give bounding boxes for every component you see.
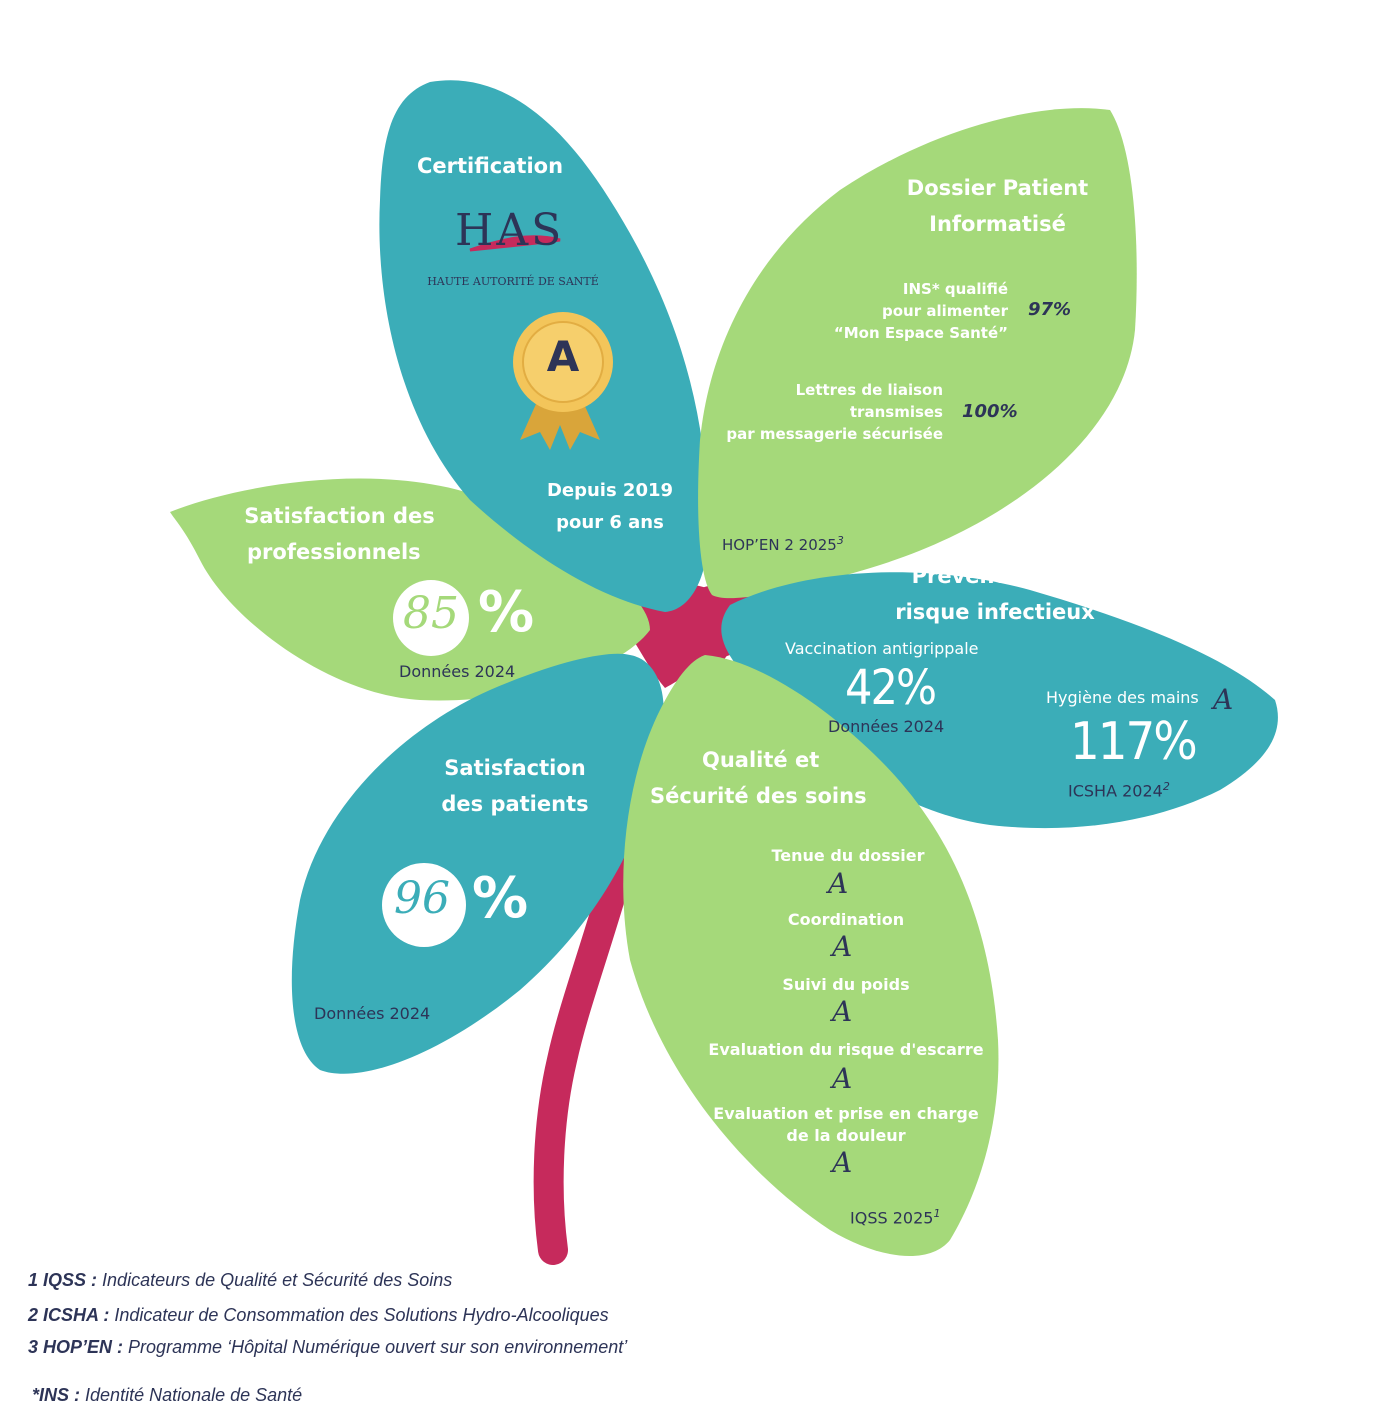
qualite-item-grade-icon: A xyxy=(828,867,849,900)
qualite-item-label: Suivi du poids xyxy=(782,975,910,994)
certification-since-line2: pour 6 ans xyxy=(556,512,664,533)
dossier-source: HOP’EN 2 20253 xyxy=(722,534,844,554)
certification-grade: A xyxy=(546,332,580,381)
prevention-title-line1: Prévention du xyxy=(911,564,1079,588)
professionnels-title-line2: professionnels xyxy=(247,540,421,564)
footnote-ins: *INS : Identité Nationale de Santé xyxy=(32,1385,303,1405)
footnote-iqss: 1 IQSS : Indicateurs de Qualité et Sécur… xyxy=(28,1270,453,1290)
professionnels-percent: % xyxy=(478,580,535,645)
flower-stem xyxy=(533,805,647,1265)
certification-since-line1: Depuis 2019 xyxy=(546,480,674,501)
qualite-title-line1: Qualité et xyxy=(702,748,820,772)
vaccination-source: Données 2024 xyxy=(828,717,945,736)
qualite-item-grade-icon: A xyxy=(832,1146,853,1179)
patients-source: Données 2024 xyxy=(314,1004,431,1023)
has-logo-swoosh xyxy=(469,235,561,252)
ins-value: 97% xyxy=(1028,299,1072,320)
qualite-item-label: Tenue du dossier xyxy=(771,846,925,865)
qualite-source: IQSS 20251 xyxy=(850,1207,941,1228)
patients-value: 96 xyxy=(394,873,450,924)
footnote-icsha: 2 ICSHA : Indicateur de Consommation des… xyxy=(28,1305,609,1325)
qualite-item: Evaluation du risque d'escarre xyxy=(686,1039,1006,1061)
lettres-value: 100% xyxy=(962,401,1018,422)
qualite-item-grade-icon: A xyxy=(832,930,853,963)
vaccination-label: Vaccination antigrippale xyxy=(785,639,979,658)
patients-title-line1: Satisfaction xyxy=(444,756,586,780)
lettres-label-line3: par messagerie sécurisée xyxy=(726,425,943,443)
qualite-item: Coordination xyxy=(686,909,1006,931)
professionnels-source: Données 2024 xyxy=(399,662,516,681)
footnote-hopen: 3 HOP’EN : Programme ‘Hôpital Numérique … xyxy=(28,1337,628,1357)
lettres-label-line1: Lettres de liaison xyxy=(795,381,943,399)
has-subtitle: HAUTE AUTORITÉ DE SANTÉ xyxy=(427,275,599,288)
qualite-item: Tenue du dossier xyxy=(688,845,1008,867)
ins-label-line3: “Mon Espace Santé” xyxy=(833,324,1008,342)
qualite-item-grade-icon: A xyxy=(832,995,853,1028)
professionnels-circle xyxy=(393,580,469,656)
qualite-title-line2: Sécurité des soins xyxy=(650,784,867,808)
qualite-item-label: Coordination xyxy=(787,910,905,929)
petal-dossier xyxy=(698,108,1137,599)
qualite-item: Suivi du poids xyxy=(686,974,1006,996)
vaccination-value: 42% xyxy=(845,660,937,716)
ins-label-line2: pour alimenter xyxy=(882,302,1008,320)
hygiene-label: Hygiène des mains xyxy=(1046,688,1199,707)
patients-title-line2: des patients xyxy=(441,792,589,816)
certification-title: Certification xyxy=(416,154,564,178)
dossier-title-line1: Dossier Patient xyxy=(906,176,1089,200)
petal-qualite xyxy=(623,655,999,1257)
patients-circle xyxy=(382,863,466,947)
hygiene-source: ICSHA 20242 xyxy=(1068,780,1170,801)
medal-a-grade xyxy=(513,312,613,450)
qualite-item-label: Evaluation du risque d'escarre xyxy=(708,1040,984,1059)
petal-patients xyxy=(291,653,664,1074)
prevention-title-line2: risque infectieux xyxy=(895,600,1095,624)
qualite-item-label-line2: de la douleur xyxy=(786,1126,906,1145)
dossier-title-line2: Informatisé xyxy=(929,212,1066,236)
patients-percent: % xyxy=(472,866,529,931)
professionnels-value: 85 xyxy=(403,588,459,639)
hygiene-grade-icon: A xyxy=(1213,683,1234,716)
hygiene-source-ref: 2 xyxy=(1162,780,1170,793)
qualite-item-grade-icon: A xyxy=(832,1062,853,1095)
qualite-source-ref: 1 xyxy=(933,1207,941,1220)
lettres-label-line2: transmises xyxy=(849,403,943,421)
has-logo: HAS xyxy=(455,205,565,256)
dossier-source-ref: 3 xyxy=(836,534,844,547)
qualite-item: Evaluation et prise en charge de la doul… xyxy=(686,1103,1006,1147)
qualite-item-label: Evaluation et prise en charge xyxy=(713,1104,979,1123)
hygiene-value: 117% xyxy=(1070,712,1198,772)
professionnels-title-line1: Satisfaction des xyxy=(244,504,435,528)
ins-label-line1: INS* qualifié xyxy=(902,280,1008,298)
